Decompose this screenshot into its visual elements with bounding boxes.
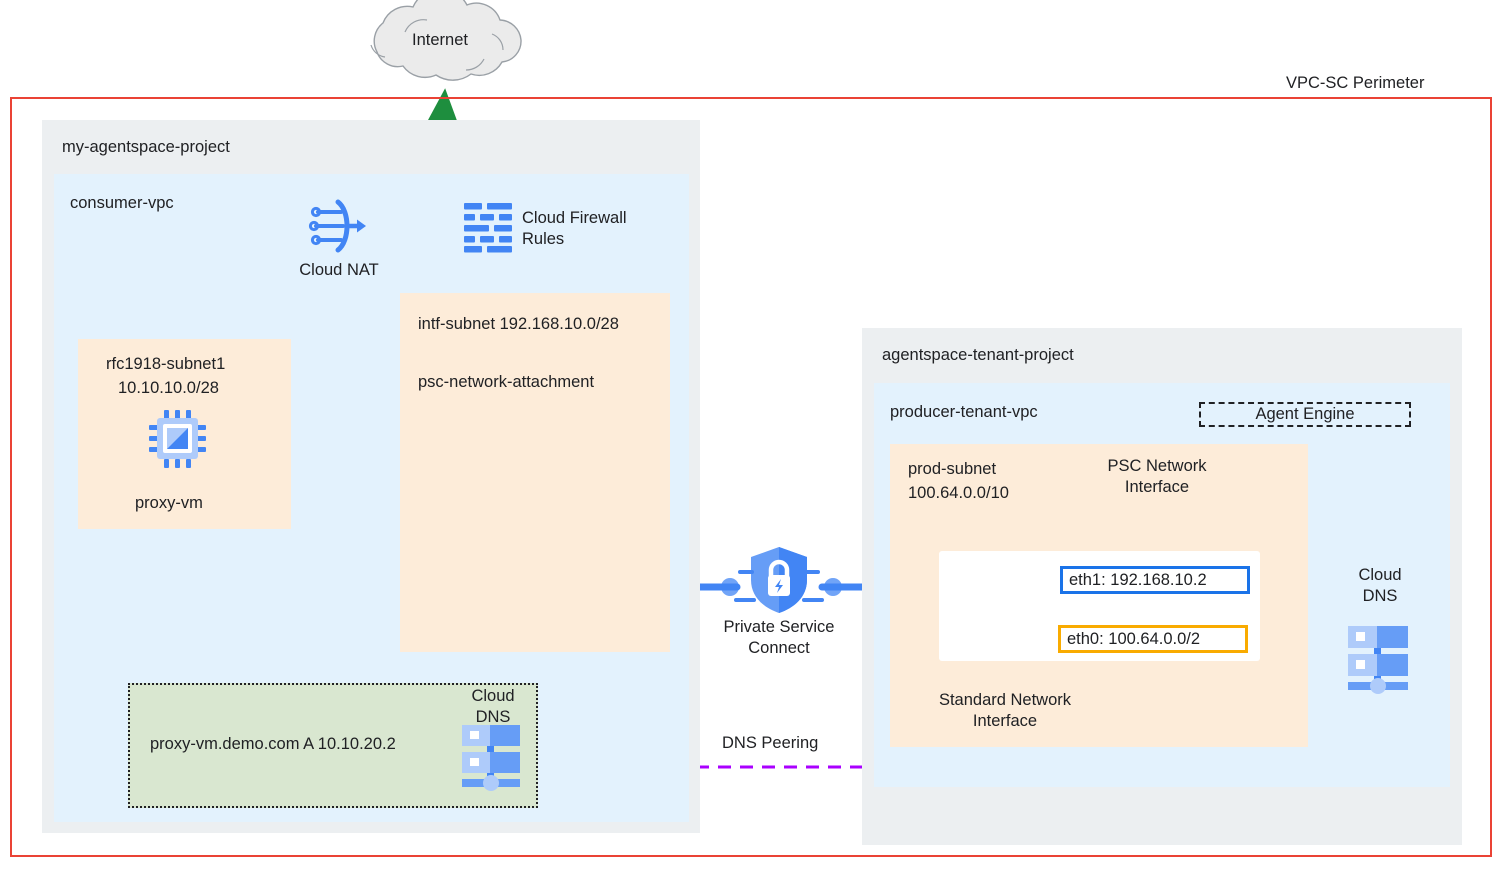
internet-label: Internet	[412, 31, 468, 49]
cloud-dns-zone-icon	[462, 719, 520, 791]
dns-peering-label: DNS Peering	[722, 734, 819, 752]
psc-network-attachment-label: psc-network-attachment	[418, 373, 595, 391]
cloud-dns-zone-label: Cloud DNS	[471, 687, 515, 727]
vpc-producer-title: producer-tenant-vpc	[890, 403, 1038, 421]
prod-subnet-name: prod-subnet	[908, 460, 997, 478]
subnet-intf-subnet: intf-subnet 192.168.10.0/28 psc-network-…	[400, 293, 670, 652]
dns-a-record: proxy-vm.demo.com A 10.10.20.2	[150, 735, 396, 753]
subnet-rfc1918-line1: rfc1918-subnet1	[106, 355, 226, 373]
proxy-vm-icon	[149, 410, 207, 468]
agent-engine-label: Agent Engine	[1255, 405, 1355, 423]
project-right-title: agentspace-tenant-project	[882, 346, 1074, 364]
vpc-consumer-title: consumer-vpc	[70, 194, 174, 212]
cloud-firewall-rules-label: Cloud Firewall Rules	[522, 209, 627, 249]
agent-engine-box: Agent Engine	[1199, 402, 1411, 427]
intf-subnet-cidr: intf-subnet 192.168.10.0/28	[418, 315, 619, 333]
private-service-connect-icon	[732, 546, 810, 614]
cloud-dns-right-icon	[1348, 620, 1408, 694]
prod-subnet-cidr: 100.64.0.0/10	[908, 484, 1009, 502]
cloud-nat-label: Cloud NAT	[299, 261, 379, 279]
cloud-firewall-rules-icon	[464, 203, 516, 253]
vpc-sc-perimeter	[10, 97, 1492, 857]
standard-network-interface-caption: Standard Network Interface	[938, 691, 1072, 731]
project-left-title: my-agentspace-project	[62, 138, 230, 156]
proxy-vm-label: proxy-vm	[135, 494, 203, 512]
psc-network-interface-caption: PSC Network Interface	[1107, 457, 1207, 497]
nic-eth0[interactable]: eth0: 100.64.0.0/2	[1058, 625, 1248, 653]
cloud-nat-icon	[308, 196, 368, 256]
nic-eth1[interactable]: eth1: 192.168.10.2	[1060, 566, 1250, 594]
cloud-dns-right-label: Cloud DNS	[1358, 566, 1402, 606]
nic-eth0-label: eth0: 100.64.0.0/2	[1067, 629, 1201, 648]
vpc-sc-perimeter-label: VPC-SC Perimeter	[1286, 74, 1425, 92]
subnet-rfc1918-line2: 10.10.10.0/28	[118, 379, 219, 397]
nic-eth1-label: eth1: 192.168.10.2	[1069, 570, 1207, 589]
private-service-connect-label: Private Service Connect	[723, 618, 835, 658]
